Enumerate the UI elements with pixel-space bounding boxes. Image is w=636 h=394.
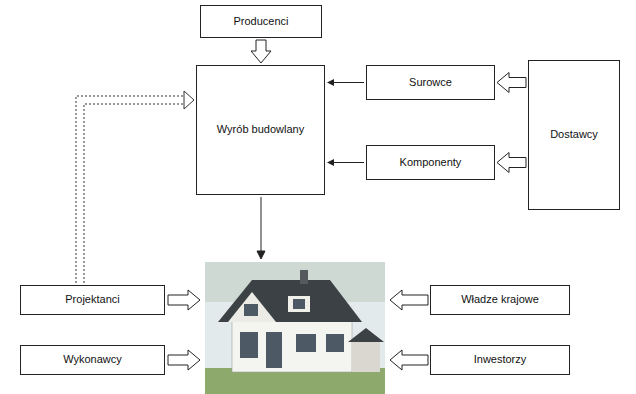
component-box: Komponenty [366, 145, 495, 180]
thin-arrow [327, 79, 364, 86]
designer-box: Projektanci [20, 285, 165, 315]
house-window [244, 304, 258, 316]
box-label: Władze krajowe [461, 293, 539, 306]
hollow-arrow [390, 350, 428, 370]
sky-background [205, 262, 385, 394]
box-label: Komponenty [400, 156, 462, 169]
thin-arrow-line [261, 197, 262, 251]
house-window [293, 299, 305, 309]
house-chimney [300, 270, 308, 284]
house-dormer [288, 296, 310, 312]
house-garage [352, 340, 380, 372]
house-window [240, 332, 258, 358]
hollow-arrow [390, 290, 428, 310]
hollow-arrow [168, 350, 200, 370]
house-walls [232, 318, 352, 372]
box-label: Wyrób budowlany [217, 123, 304, 136]
box-label: Wykonawcy [63, 353, 122, 366]
dotted-arrow [76, 91, 194, 283]
box-label: Dostawcy [550, 128, 598, 141]
investor-box: Inwestorzy [430, 345, 570, 375]
hollow-arrow [168, 290, 200, 310]
house-window [296, 334, 316, 352]
house-illustration [205, 262, 385, 394]
box-label: Projektanci [65, 293, 119, 306]
material-box: Surowce [366, 65, 495, 100]
supplier-box: Dostawcy [528, 60, 620, 210]
producer-box: Producenci [200, 5, 322, 38]
arrow-head [257, 251, 265, 259]
hollow-arrow [497, 153, 526, 173]
house-roof [218, 280, 362, 322]
thin-arrow [327, 159, 364, 166]
authority-box: Władze krajowe [430, 285, 570, 315]
garage-roof [348, 328, 384, 342]
house-door [266, 332, 282, 368]
house-gable [228, 292, 276, 322]
house-arrows [168, 197, 428, 370]
house-window [326, 334, 344, 352]
contractor-box: Wykonawcy [20, 345, 165, 375]
product-box: Wyrób budowlany [196, 65, 325, 195]
hollow-arrow [497, 73, 526, 93]
box-label: Surowce [409, 76, 452, 89]
box-label: Producenci [233, 15, 288, 28]
box-label: Inwestorzy [474, 353, 527, 366]
hollow-arrow [251, 40, 271, 63]
